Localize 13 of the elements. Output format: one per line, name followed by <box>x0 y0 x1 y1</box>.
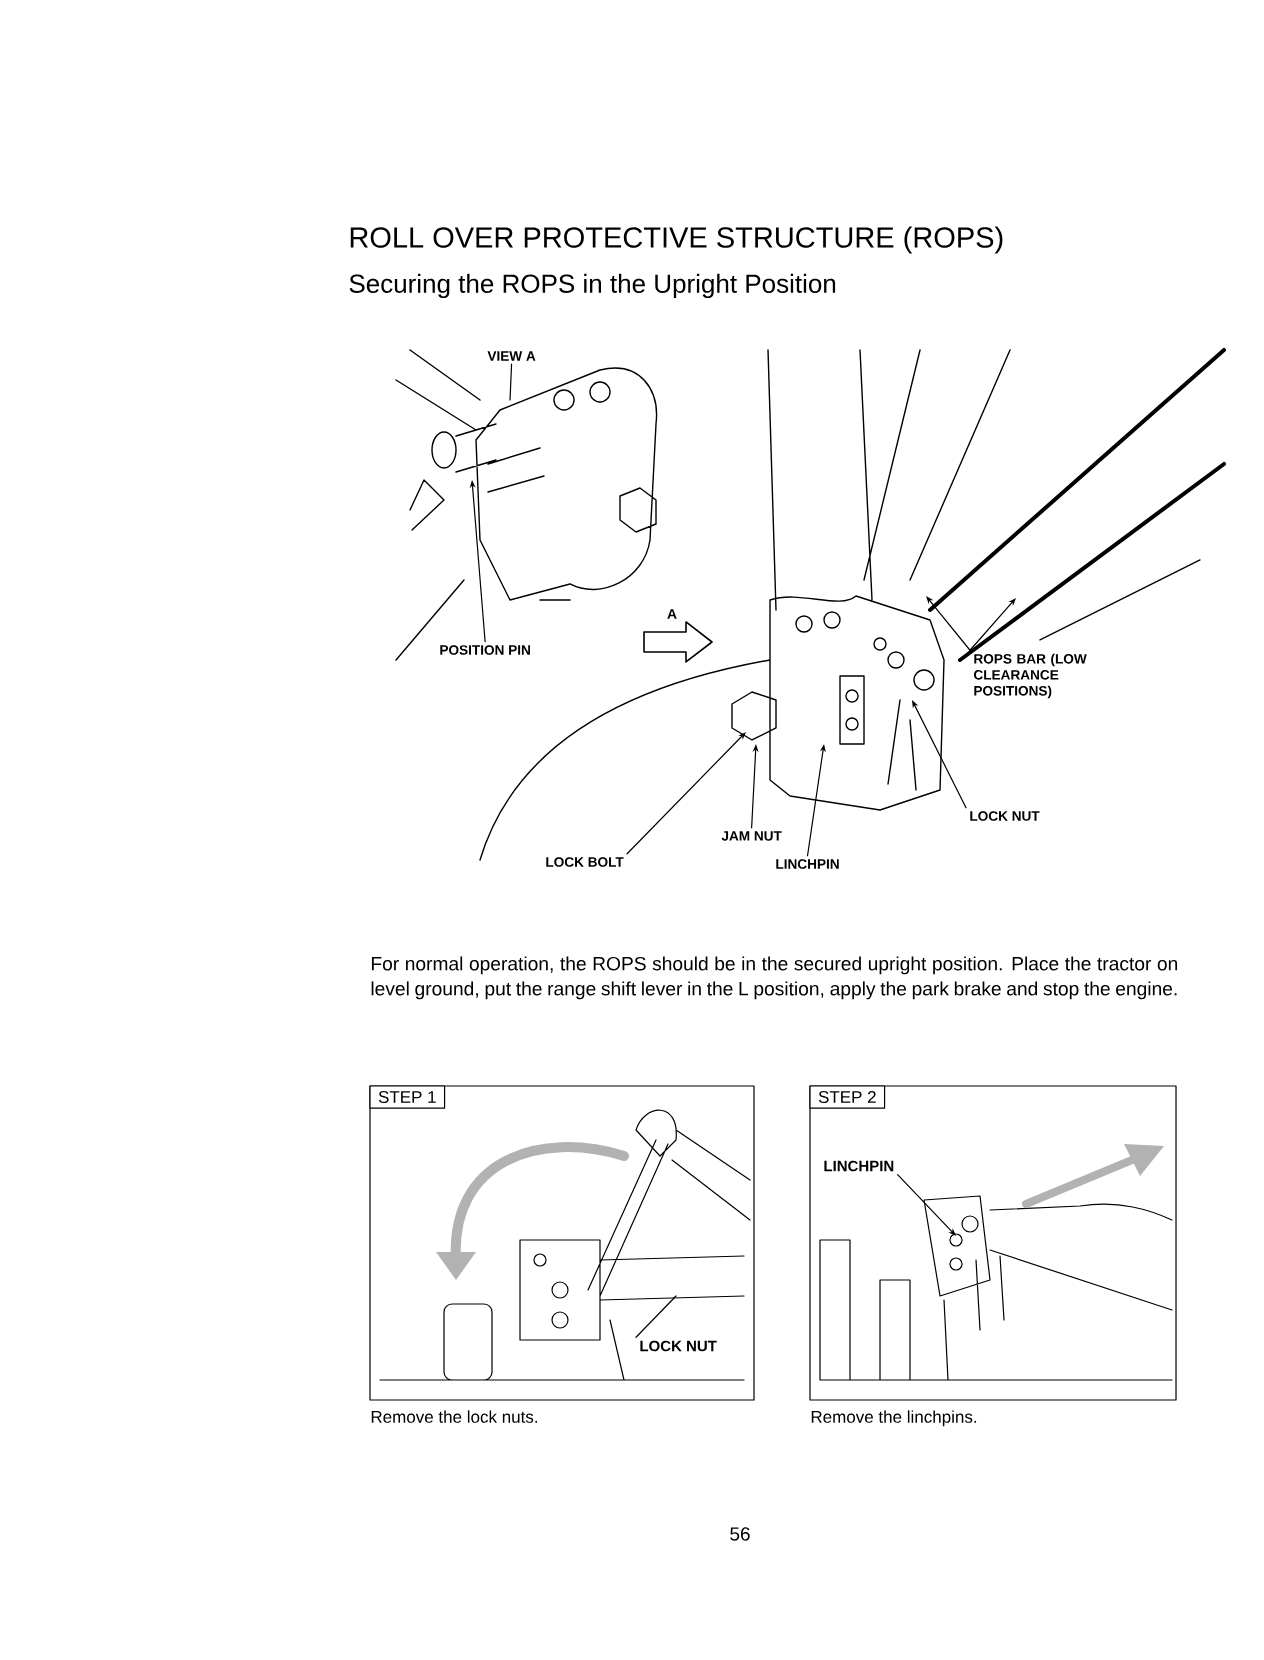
leader-line <box>509 363 513 401</box>
instruction-paragraph: For normal operation, the ROPS should be in the secured upright position. Place the tractor on level ground, put the range shift lever in the L position, apply the park brake and stop the engine. <box>371 956 1178 1000</box>
section-heading: Securing the ROPS in the Upright Position <box>349 273 836 299</box>
step-caption: Remove the linchpins. <box>811 1410 977 1427</box>
leader-line <box>635 1295 677 1338</box>
leader-line <box>969 598 1016 651</box>
page-number: 56 <box>730 1527 750 1541</box>
leader-line <box>912 700 967 809</box>
leader-line <box>897 1174 956 1236</box>
leader-line <box>926 596 971 651</box>
step-caption: Remove the lock nuts. <box>371 1410 537 1423</box>
page-title: ROLL OVER PROTECTIVE STRUCTURE (ROPS) <box>350 226 1003 254</box>
leader-line <box>626 732 746 855</box>
